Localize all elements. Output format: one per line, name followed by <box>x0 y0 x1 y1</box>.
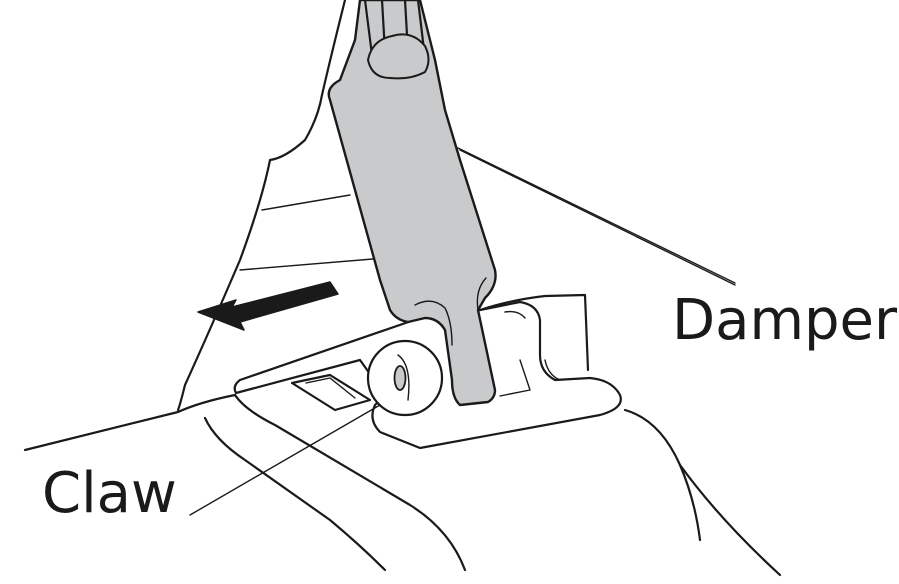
arrow-left-icon <box>197 281 339 331</box>
damper-leader-line <box>457 147 736 284</box>
damper-label: Damper <box>672 288 898 353</box>
appliance-housing <box>23 0 782 577</box>
claw-callout-circle <box>366 339 444 417</box>
claw-leader-line <box>189 404 381 516</box>
damper-arm <box>327 0 497 407</box>
claw-pin <box>393 365 407 391</box>
claw-label: Claw <box>42 461 177 526</box>
damper-body <box>327 0 497 407</box>
